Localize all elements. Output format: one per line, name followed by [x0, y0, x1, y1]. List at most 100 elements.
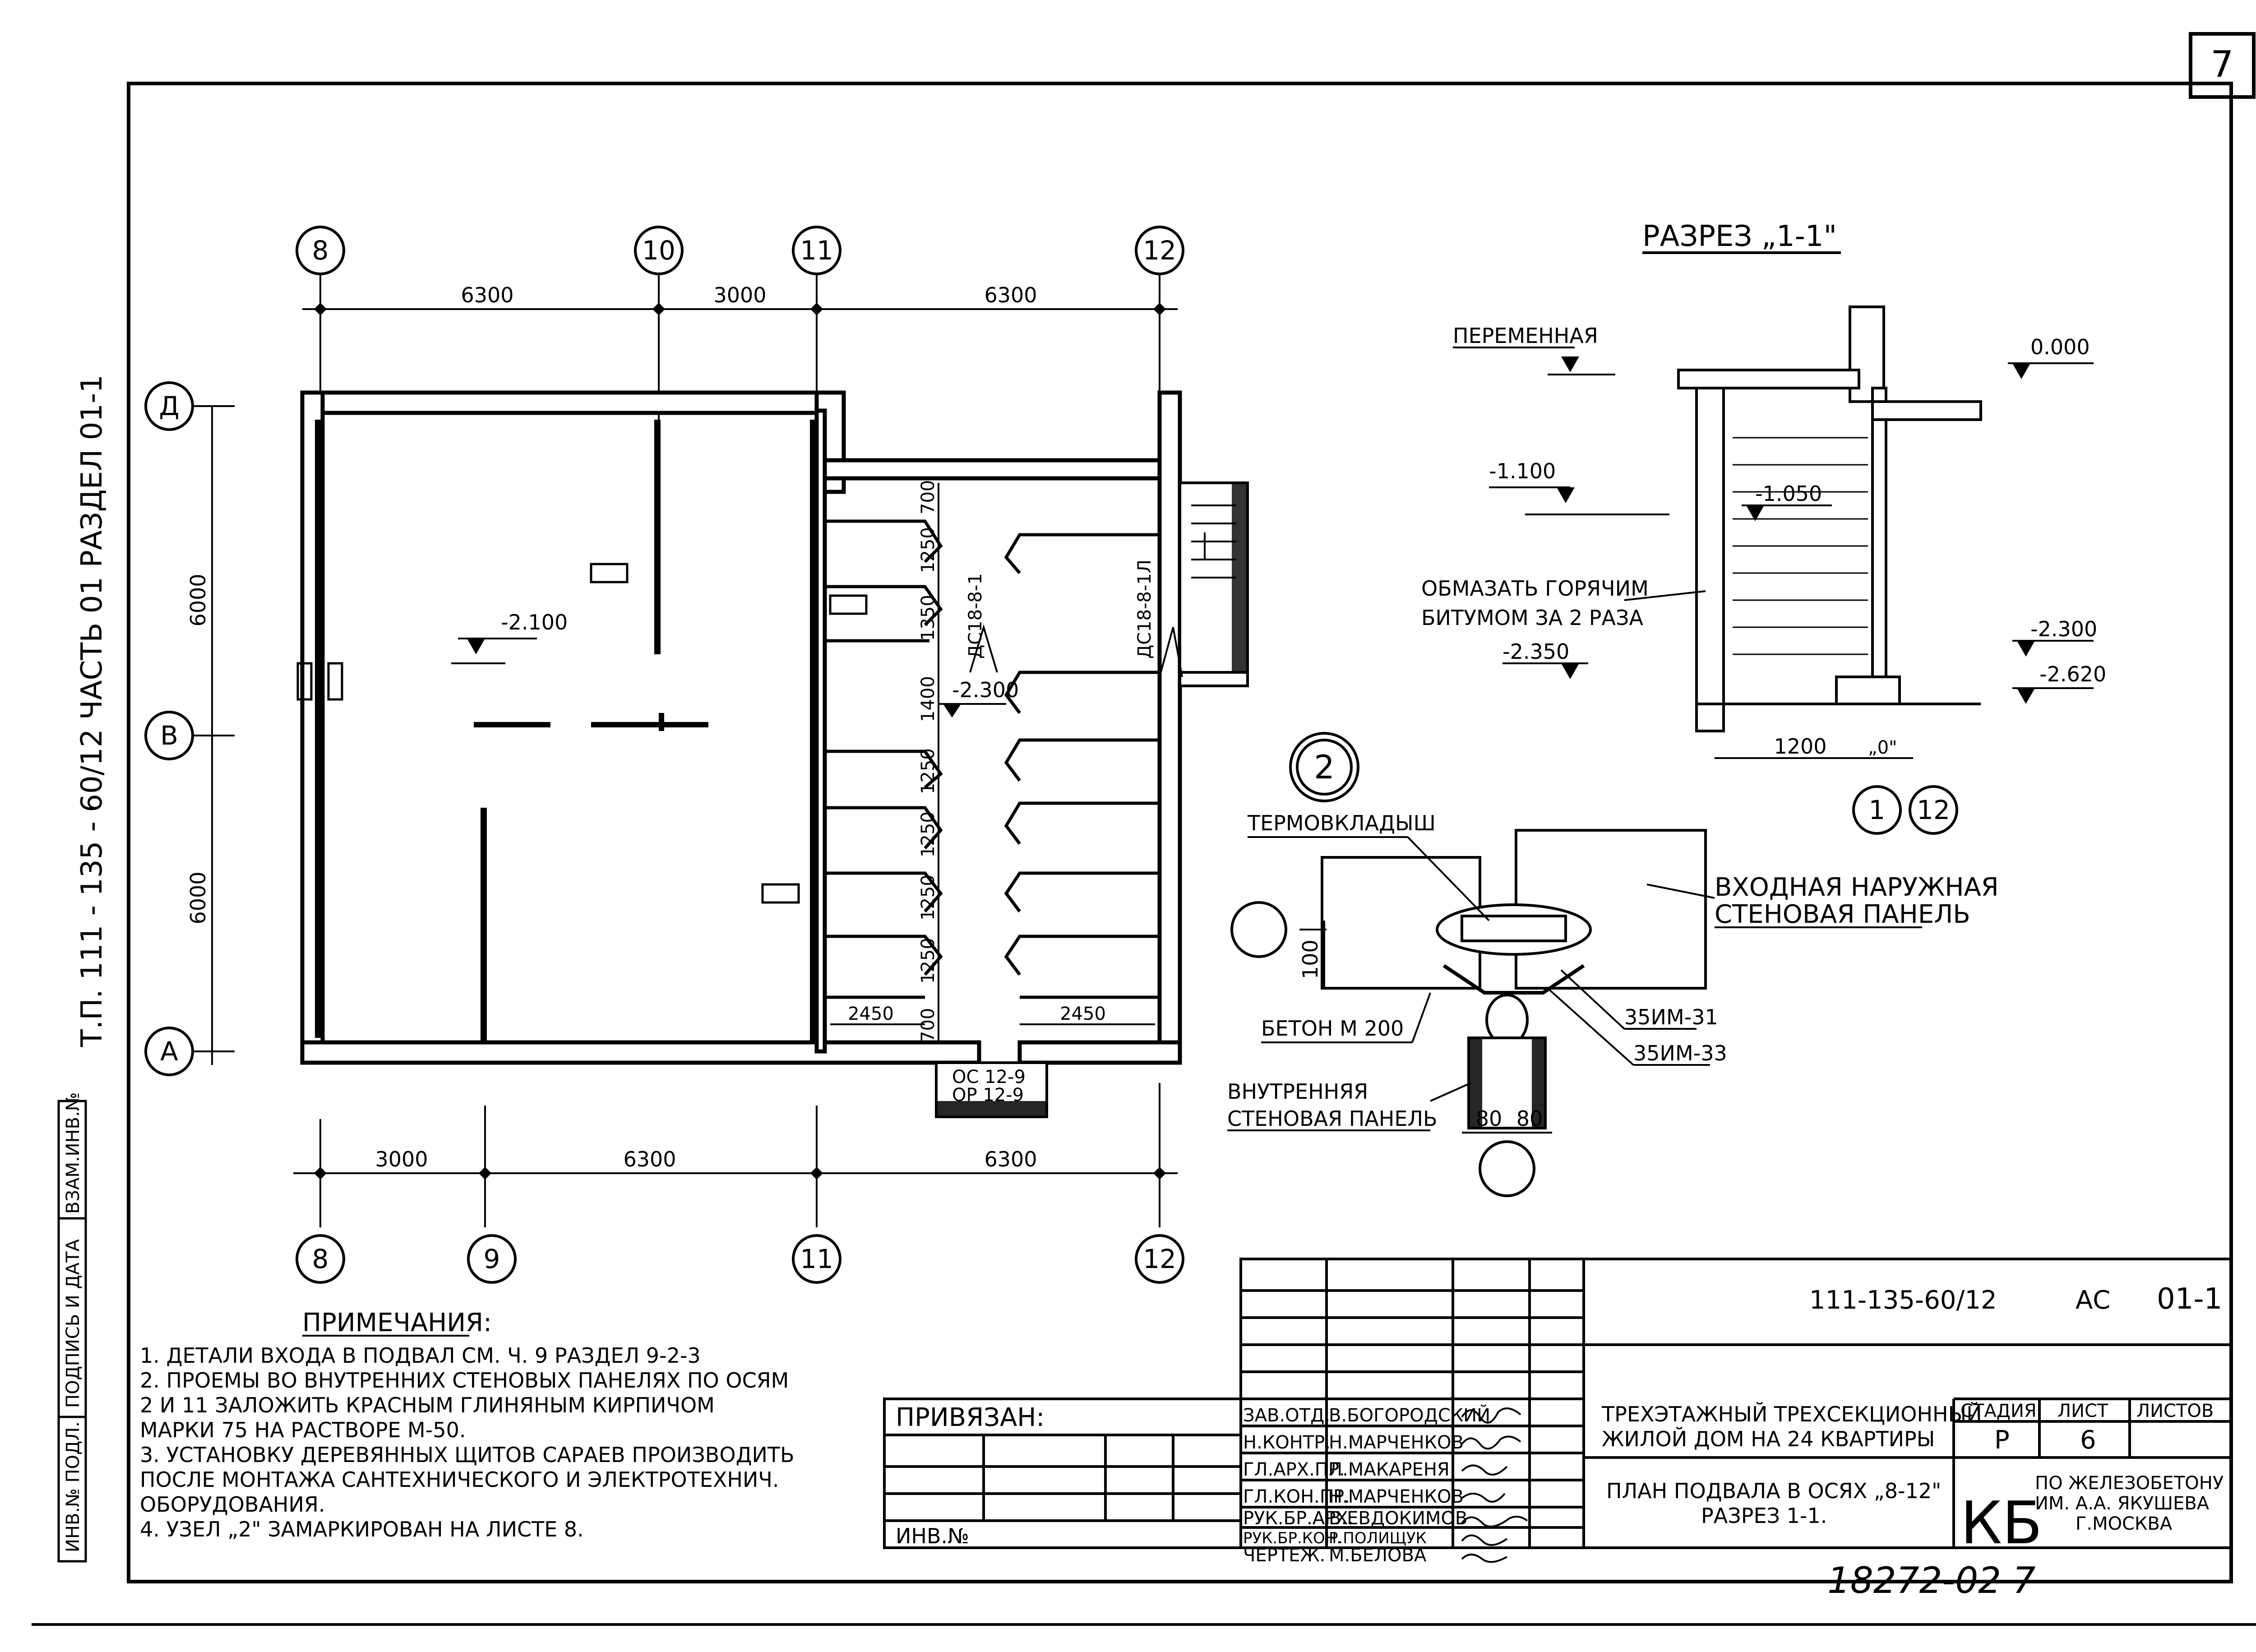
- node-2: 2 ТЕРМОВКЛАДЫШ ВХОДНАЯ НАРУЖНАЯ СТЕНОВАЯ…: [1227, 732, 1999, 1197]
- stage-header: СТАДИЯ: [1960, 1401, 2037, 1421]
- title-ac: АС: [2076, 1286, 2110, 1315]
- role-2: Н.КОНТР.: [1243, 1432, 1331, 1453]
- axis-top-12: 12: [1143, 235, 1176, 266]
- shed-dim-4: 1400: [918, 676, 938, 722]
- section-level-3: -2.350: [1502, 639, 1569, 664]
- axis-bottom-9: 9: [484, 1244, 500, 1274]
- lists-header: ЛИСТОВ: [2136, 1401, 2214, 1421]
- dim-left-1: 6000: [186, 574, 210, 626]
- axis-bottom-8: 8: [312, 1244, 329, 1274]
- org-logo: КБ: [1960, 1489, 2042, 1557]
- shed-dim-7: 1250: [918, 875, 938, 921]
- section-1-1: РАЗРЕЗ „1-1" ПЕРЕМЕННАЯ: [1421, 220, 2106, 835]
- sheet-number: 7: [2211, 43, 2234, 85]
- axis-top-10: 10: [642, 235, 675, 266]
- note-line-8: 4. УЗЕЛ „2" ЗАМАРКИРОВАН НА ЛИСТЕ 8.: [140, 1517, 584, 1541]
- name-4: Н.МАРЧЕНКОВ: [1329, 1486, 1464, 1507]
- list-header: ЛИСТ: [2057, 1401, 2108, 1421]
- role-3: ГЛ.АРХ.ПР.: [1243, 1459, 1345, 1480]
- axis-left-v: В: [160, 720, 178, 751]
- shed-width-left: 2450: [848, 1004, 894, 1024]
- org-line-2: ИМ. А.А. ЯКУШЕВА: [2035, 1493, 2210, 1514]
- node-outer-panel-label-1: ВХОДНАЯ НАРУЖНАЯ: [1715, 873, 1999, 902]
- pit-mark-1: ОС 12-9: [952, 1067, 1026, 1087]
- door-marks: ДС18-8-1 ДС18-8-1Л: [965, 560, 1183, 677]
- dim-top-2: 3000: [713, 283, 766, 307]
- role-4: ГЛ.КОН.ПР.: [1243, 1486, 1350, 1507]
- axis-left-a: А: [160, 1036, 178, 1067]
- dim-top-3: 6300: [984, 283, 1037, 307]
- sheds-left: [826, 519, 943, 999]
- signatures: [1461, 1407, 1528, 1563]
- note-line-1: 1. ДЕТАЛИ ВХОДА В ПОДВАЛ СМ. Ч. 9 РАЗДЕЛ…: [140, 1343, 701, 1368]
- org-line-1: ПО ЖЕЛЕЗОБЕТОНУ: [2035, 1473, 2224, 1494]
- shed-dim-6: 1250: [918, 811, 938, 857]
- axis-bottom-12: 12: [1143, 1244, 1176, 1274]
- title-block: [883, 1258, 2233, 1549]
- name-7: М.БЕЛОВА: [1329, 1545, 1427, 1566]
- section-levels: 0.000 -1.100 -1.050 -2.350 -2.300 -2.620: [1489, 335, 2106, 704]
- shed-dim-8: 1250: [918, 938, 938, 984]
- name-2: Н.МАРЧЕНКОВ: [1329, 1432, 1464, 1453]
- drawing-frame: [127, 82, 2233, 1583]
- strip-sign-label: ПОДПИСЬ И ДАТА: [63, 1239, 83, 1408]
- door-mark-1: ДС18-8-1: [965, 573, 986, 659]
- node-concrete-label: БЕТОН М 200: [1261, 1016, 1404, 1041]
- sheet-number-box: [2189, 32, 2256, 99]
- shed-dim-9: 700: [918, 1008, 938, 1042]
- name-6: Р.ПОЛИЩУК: [1329, 1529, 1427, 1547]
- node-axis-bottom: [1479, 1140, 1535, 1197]
- stage-value: Р: [1994, 1425, 2010, 1455]
- note-line-7: ОБОРУДОВАНИЯ.: [140, 1492, 325, 1517]
- notes-title: ПРИМЕЧАНИЯ:: [302, 1308, 492, 1337]
- node-outer-panel-label-2: СТЕНОВАЯ ПАНЕЛЬ: [1715, 900, 1970, 929]
- basement-plan: 6300 3000 6300 3000 6300 6300 6000 6000 …: [144, 226, 1249, 1284]
- shed-dim-3: 1350: [918, 595, 938, 641]
- section-note-1: ОБМАЗАТЬ ГОРЯЧИМ: [1421, 576, 1649, 601]
- side-stamp: Т.П. 111 - 135 - 60/12 ЧАСТЬ 01 РАЗДЕЛ 0…: [75, 375, 109, 1047]
- dim-bottom-3: 6300: [984, 1147, 1037, 1171]
- dim-bottom-2: 6300: [623, 1147, 676, 1171]
- section-marker-1: 1: [1869, 795, 1886, 825]
- name-3: Л.МАКАРЕНЯ: [1329, 1459, 1450, 1480]
- section-marker-12: 12: [1917, 795, 1950, 825]
- role-7: ЧЕРТЕЖ.: [1243, 1545, 1325, 1566]
- shed-dim-2: 1250: [918, 527, 938, 573]
- node-insert-label: ТЕРМОВКЛАДЫШ: [1247, 811, 1436, 835]
- bound-label: ПРИВЯЗАН:: [896, 1403, 1045, 1432]
- axis-markers-bottom: 8 9 11 12: [296, 1234, 1184, 1284]
- section-floor-slab: [1871, 400, 1982, 421]
- pit: ОС 12-9 ОР 12-9: [935, 1061, 1048, 1118]
- shed-dim-5: 1250: [918, 748, 938, 794]
- org-line-3: Г.МОСКВА: [2076, 1513, 2173, 1534]
- note-line-5: 3. УСТАНОВКУ ДЕРЕВЯННЫХ ЩИТОВ САРАЕВ ПРО…: [140, 1443, 795, 1467]
- level-plan-1: -2.100: [501, 610, 568, 634]
- shed-dims: [830, 483, 1155, 1042]
- node-dim-100: 100: [1298, 939, 1322, 979]
- section-note-2: БИТУМОМ ЗА 2 РАЗА: [1421, 606, 1643, 630]
- section-level-5: -2.620: [2039, 662, 2106, 686]
- section-level-4: -2.300: [2030, 617, 2097, 641]
- strip-replace-label: ВЗАМ.ИНВ.№: [63, 1092, 83, 1214]
- section-level-0: 0.000: [2030, 335, 2090, 359]
- axis-bottom-11: 11: [800, 1244, 833, 1274]
- section-dim-0: „0": [1868, 737, 1897, 758]
- note-line-2: 2. ПРОЕМЫ ВО ВНУТРЕННИХ СТЕНОВЫХ ПАНЕЛЯХ…: [140, 1368, 789, 1393]
- notes: ПРИМЕЧАНИЯ: 1. ДЕТАЛИ ВХОДА В ПОДВАЛ СМ.…: [140, 1308, 795, 1541]
- dim-top-1: 6300: [461, 283, 513, 307]
- building-line-1: ТРЕХЭТАЖНЫЙ ТРЕХСЕКЦИОННЫЙ: [1601, 1402, 1982, 1426]
- section-dim-1200: 1200: [1774, 734, 1826, 759]
- note-line-4: МАРКИ 75 НА РАСТВОРЕ М-50.: [140, 1418, 466, 1442]
- node-dim-80-left: 80: [1476, 1106, 1502, 1131]
- name-5: В.ЕВДОКИМОВ: [1329, 1508, 1467, 1529]
- tick-marks: [314, 302, 1166, 1180]
- section-footing: [1835, 676, 1901, 705]
- door-mark-2: ДС18-8-1Л: [1134, 560, 1155, 659]
- sheet-line-1: ПЛАН ПОДВАЛА В ОСЯХ „8-12": [1606, 1479, 1941, 1503]
- dim-left-2: 6000: [186, 871, 210, 924]
- internal-wall-stubs: [474, 713, 708, 731]
- note-line-6: ПОСЛЕ МОНТАЖА САНТЕХНИЧЕСКОГО И ЭЛЕКТРОТ…: [140, 1467, 779, 1492]
- sheet-line-2: РАЗРЕЗ 1-1.: [1701, 1504, 1827, 1528]
- node-dim-80-right: 80: [1516, 1106, 1543, 1131]
- pit-mark-2: ОР 12-9: [952, 1085, 1024, 1106]
